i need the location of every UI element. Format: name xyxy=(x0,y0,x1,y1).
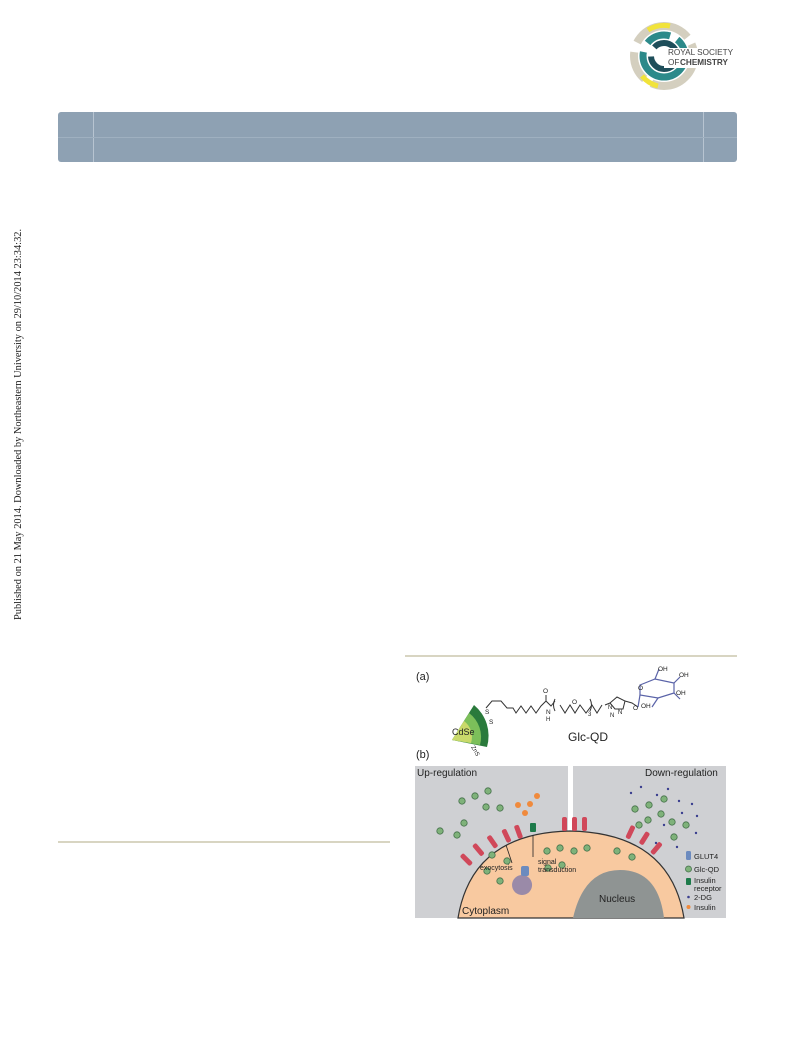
column-rule xyxy=(58,841,390,843)
logo-text-line3: CHEMISTRY xyxy=(680,58,728,67)
up-regulation-title: Up-regulation xyxy=(417,768,477,779)
insulin-receptor xyxy=(530,823,536,832)
atom-oh4: OH xyxy=(641,703,651,710)
ligand-structure xyxy=(485,695,639,714)
atom-ring-o: O xyxy=(638,685,643,692)
two-dg-molecules xyxy=(629,785,699,849)
down-regulation-title: Down-regulation xyxy=(645,768,718,779)
cytoplasm-label: Cytoplasm xyxy=(462,906,509,917)
banner-divider-center xyxy=(58,137,737,138)
logo-text-line1: ROYAL SOCIETY xyxy=(668,48,734,57)
exocytosis-arrow xyxy=(505,844,513,864)
signal-label-line2: transduction xyxy=(538,867,576,874)
rsc-logo: ROYAL SOCIETY OF CHEMISTRY xyxy=(630,22,734,90)
atom-peg-o: O xyxy=(572,699,577,706)
atom-s1: S xyxy=(485,709,490,716)
rsc-emblem-icon xyxy=(630,22,724,90)
legend-glut4: GLUT4 xyxy=(694,852,718,861)
atom-n: N xyxy=(546,709,551,716)
atom-n2: N xyxy=(610,713,614,719)
insulin-molecules xyxy=(515,793,540,816)
atom-oh2: OH xyxy=(679,672,689,679)
exocytosis-label: exocytosis xyxy=(480,865,513,872)
legend-glcqd: Glc-QD xyxy=(694,865,720,874)
glut4-legend-icon xyxy=(686,851,691,860)
atom-oh3: OH xyxy=(676,690,686,697)
dg-legend-icon xyxy=(687,895,690,899)
quantum-dot: CdSe ZnS xyxy=(452,705,489,758)
transport-vesicle xyxy=(521,866,529,876)
signal-label-line1: signal xyxy=(538,859,557,866)
atom-n3: N xyxy=(618,710,622,716)
figure-top-rule xyxy=(405,655,737,657)
legend-receptor-line1: Insulin xyxy=(694,876,716,885)
shell-label: ZnS xyxy=(469,745,480,758)
peg-subscript: 3 xyxy=(588,712,592,718)
insulin-legend-icon xyxy=(686,905,691,909)
nucleus xyxy=(573,870,664,918)
figure-glc-qd: (a) CdSe ZnS S S O N H O 3 N N N O O OH … xyxy=(415,666,726,919)
atom-h: H xyxy=(546,717,550,723)
panel-a-label: (a) xyxy=(416,671,429,683)
nucleus-label: Nucleus xyxy=(599,894,635,905)
journal-header-banner xyxy=(58,112,737,162)
glucose-ring xyxy=(637,668,681,708)
legend-receptor-line2: receptor xyxy=(694,884,722,893)
atom-carbonyl-o: O xyxy=(543,688,548,695)
legend-insulin: Insulin xyxy=(694,903,716,912)
receptor-legend-icon xyxy=(686,878,691,885)
glc-qd-particles xyxy=(436,787,690,885)
atom-s2: S xyxy=(489,719,494,726)
legend-dg: 2-DG xyxy=(694,893,712,902)
panel-b-label: (b) xyxy=(416,749,429,761)
glcqd-legend-icon xyxy=(685,865,692,873)
glut4-transporters xyxy=(460,817,662,866)
atom-n1: N xyxy=(608,705,612,711)
atom-link-o: O xyxy=(633,705,638,712)
compound-label: Glc-QD xyxy=(568,730,608,744)
figure-legend: GLUT4 Glc-QD Insulin receptor 2-DG Insul… xyxy=(685,851,722,912)
signaling-vesicle xyxy=(512,875,533,895)
logo-text-line2: OF xyxy=(668,58,679,67)
core-label: CdSe xyxy=(452,727,475,737)
publication-notice: Published on 21 May 2014. Downloaded by … xyxy=(13,228,24,620)
atom-oh1: OH xyxy=(658,666,668,673)
